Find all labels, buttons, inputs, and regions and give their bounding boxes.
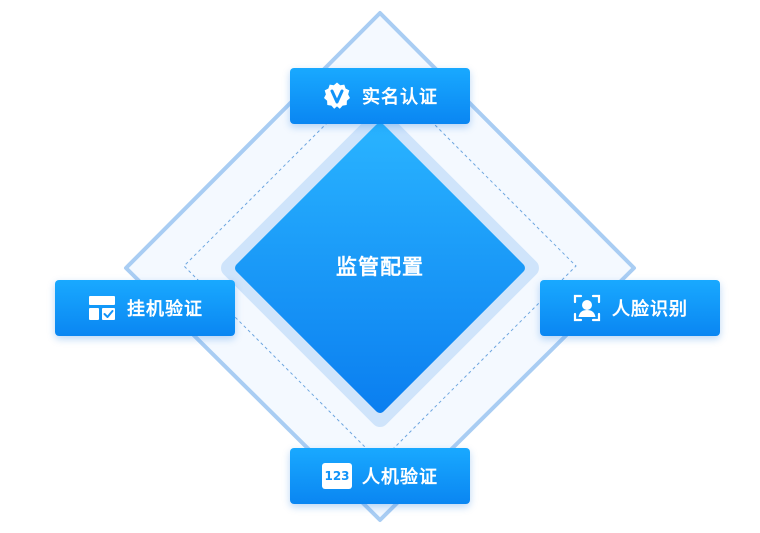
center-diamond xyxy=(235,123,525,413)
face-recognition-button[interactable]: 人脸识别 xyxy=(540,280,720,336)
real-name-auth-button[interactable]: 实名认证 xyxy=(290,68,470,124)
layout-check-icon xyxy=(87,293,117,323)
idle-verification-button[interactable]: 挂机验证 xyxy=(55,280,235,336)
captcha-123-icon: 123 xyxy=(322,461,352,491)
center-title: 监管配置 xyxy=(336,255,424,279)
captcha-123-icon-text: 123 xyxy=(322,463,352,489)
face-recognition-label: 人脸识别 xyxy=(612,299,688,320)
face-scan-icon xyxy=(572,293,602,323)
real-name-auth-label: 实名认证 xyxy=(362,87,438,108)
verified-badge-icon xyxy=(322,81,352,111)
idle-verification-label: 挂机验证 xyxy=(127,299,203,320)
captcha-verification-button[interactable]: 123 人机验证 xyxy=(290,448,470,504)
captcha-verification-label: 人机验证 xyxy=(362,467,438,488)
